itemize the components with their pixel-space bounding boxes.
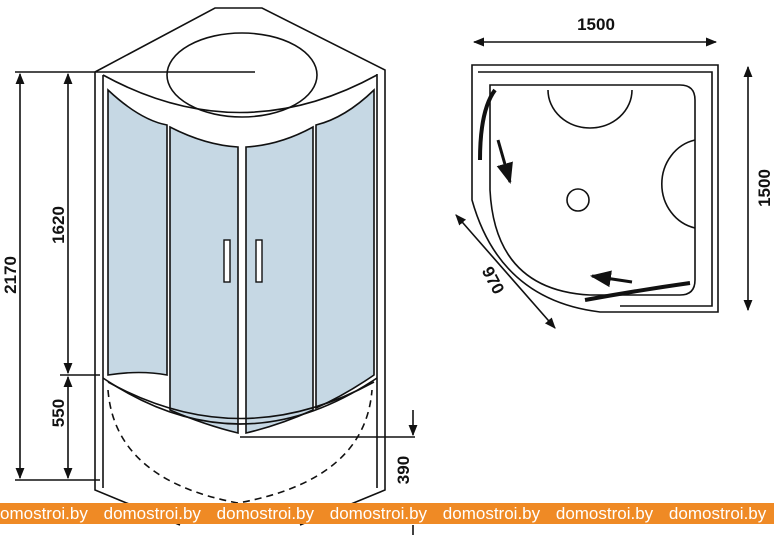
seat-top bbox=[547, 89, 633, 129]
watermark-text: domostroi.by bbox=[442, 504, 541, 523]
watermark-banner: omostroi.by domostroi.by domostroi.by do… bbox=[0, 503, 774, 524]
front-view bbox=[15, 7, 415, 526]
glass-panel-left bbox=[107, 88, 168, 376]
door-handle-right bbox=[255, 239, 263, 283]
dim-1620: 1620 bbox=[49, 206, 68, 244]
dim-1500-depth: 1500 bbox=[755, 169, 774, 207]
dim-550: 550 bbox=[49, 399, 68, 427]
seat-right bbox=[661, 139, 696, 229]
watermark-text: domostroi.by bbox=[329, 504, 428, 523]
watermark-text: omostroi.by bbox=[0, 504, 88, 523]
door-handle-left bbox=[223, 239, 231, 283]
watermark-text: domostroi.by bbox=[668, 504, 767, 523]
dim-390: 390 bbox=[394, 456, 413, 484]
roof-dome bbox=[166, 32, 318, 118]
glass-door-right bbox=[245, 125, 314, 435]
tray-dashed bbox=[107, 389, 373, 504]
glass-panel-right bbox=[315, 88, 375, 410]
watermark-text: domostroi.by bbox=[216, 504, 314, 523]
drain bbox=[566, 188, 590, 212]
watermark-text: domostroi.by bbox=[555, 504, 654, 523]
dim-2170: 2170 bbox=[1, 256, 20, 294]
dim-1500-width: 1500 bbox=[577, 15, 615, 34]
watermark-text: domostroi.by bbox=[103, 504, 201, 523]
